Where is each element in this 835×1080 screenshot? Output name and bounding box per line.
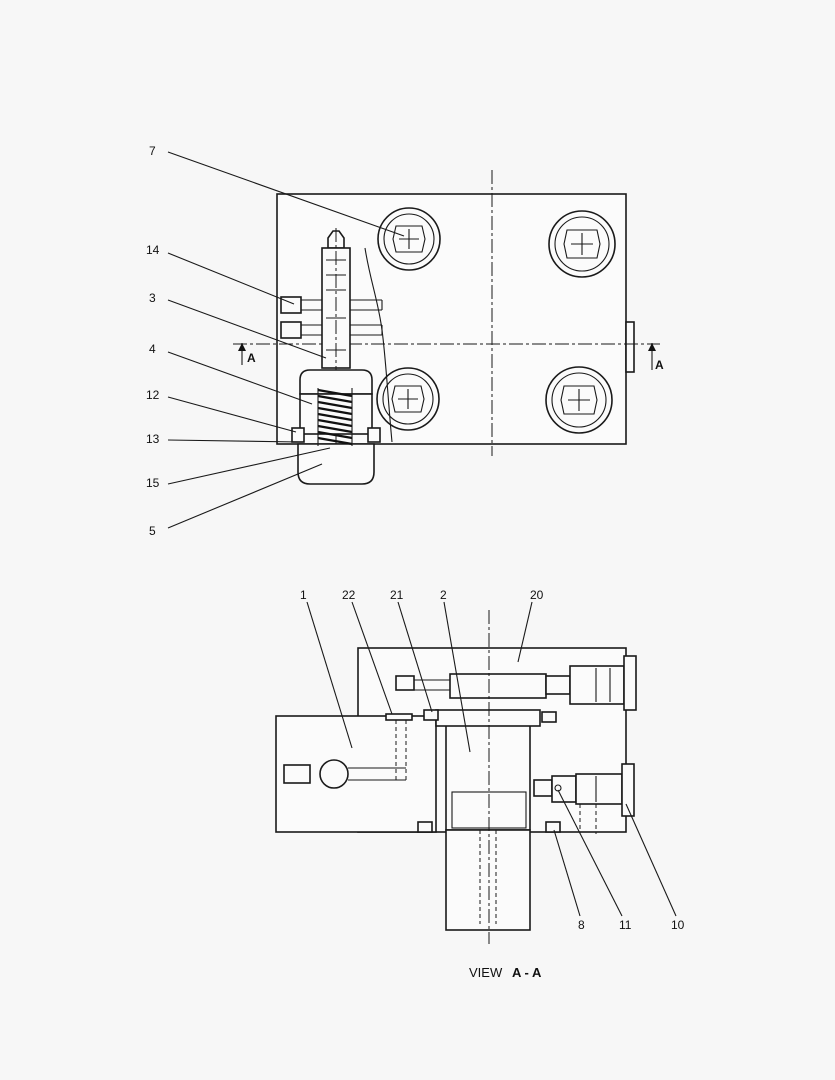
callout-4: 4 (149, 342, 156, 356)
section-letter-left: A (247, 351, 256, 365)
spring-housing (291, 369, 381, 485)
section-view: 1 22 21 2 20 8 11 10 VIEW A - A (275, 588, 685, 980)
lower-fitting (533, 763, 635, 817)
bolt-head-top-left (377, 207, 441, 271)
view-caption-prefix: VIEW (469, 965, 503, 980)
section-arrow-right: A (648, 343, 664, 372)
bolt-head-top-right (548, 210, 616, 278)
cylinder-flange (435, 709, 541, 727)
callout-3: 3 (149, 291, 156, 305)
callout-2: 2 (440, 588, 447, 602)
cylinder-body (445, 723, 531, 831)
plug-22 (385, 713, 413, 721)
spring (317, 388, 353, 446)
callout-5: 5 (149, 524, 156, 538)
leaders-section (306, 601, 677, 917)
callout-8: 8 (578, 918, 585, 932)
adjusting-stem (321, 228, 351, 475)
top-view: A A (146, 144, 664, 538)
callout-15: 15 (146, 476, 160, 490)
cylinder-lower (445, 829, 531, 931)
upper-spool (395, 655, 637, 711)
callout-21: 21 (390, 588, 404, 602)
view-caption-section: A - A (512, 965, 542, 980)
bolt-head-bottom-left (376, 367, 440, 431)
callout-12: 12 (146, 388, 160, 402)
callout-1: 1 (300, 588, 307, 602)
callout-7: 7 (149, 144, 156, 158)
callout-13: 13 (146, 432, 160, 446)
leaders-top (167, 151, 405, 529)
bolt-head-bottom-right (545, 366, 613, 434)
callout-20: 20 (530, 588, 544, 602)
callout-14: 14 (146, 243, 160, 257)
plug-bottom (417, 821, 433, 833)
section-letter-right: A (655, 358, 664, 372)
side-lug (625, 321, 635, 373)
callout-10: 10 (671, 918, 685, 932)
callout-22: 22 (342, 588, 356, 602)
callout-11: 11 (619, 918, 632, 932)
plug-8 (545, 821, 561, 833)
section-arrow-left: A (238, 343, 256, 365)
